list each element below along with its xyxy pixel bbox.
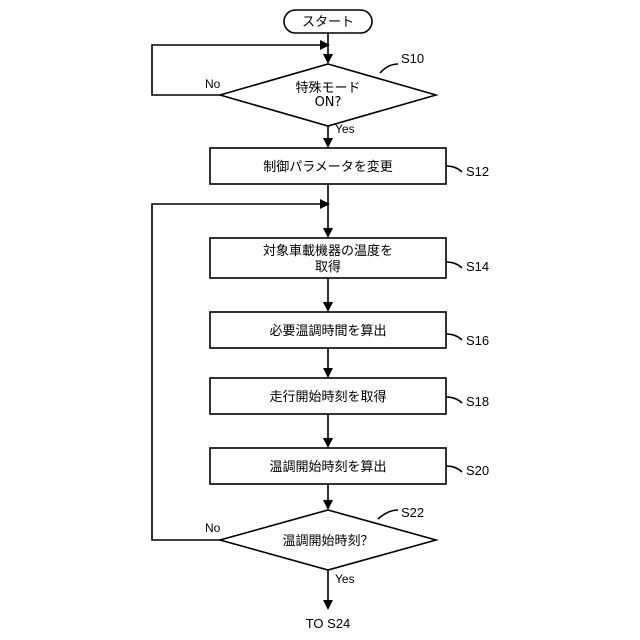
ref-leader-s14	[446, 262, 462, 268]
step-s18-label: 走行開始時刻を取得	[269, 389, 386, 405]
ref-s10: S10	[401, 51, 424, 66]
ref-leader-s12	[446, 166, 462, 172]
arrowhead-into-s18	[323, 368, 333, 378]
arrowhead-into-s20	[323, 438, 333, 448]
step-s20-label: 温調開始時刻を算出	[269, 460, 386, 475]
ref-leader-s18	[446, 397, 462, 403]
start-label: スタート	[302, 15, 354, 30]
ref-leader-s16	[446, 334, 462, 340]
arrowhead-into-s16	[323, 302, 333, 312]
arrowhead-to-end	[323, 600, 333, 610]
decision-special-line1: 特殊モード	[295, 81, 360, 96]
s10-no-label: No	[205, 77, 221, 91]
arrowhead-into-s12	[323, 138, 333, 148]
ref-s22: S22	[401, 505, 424, 520]
arrowhead-into-s10	[323, 54, 333, 64]
ref-s14: S14	[466, 259, 489, 274]
ref-s18: S18	[466, 394, 489, 409]
s22-no-label: No	[205, 521, 221, 535]
s22-yes-label: Yes	[335, 572, 355, 586]
arrowhead-into-s22	[323, 500, 333, 510]
ref-leader-s22	[378, 510, 398, 519]
end-label: TO S24	[306, 616, 351, 631]
s10-yes-label: Yes	[335, 122, 355, 136]
ref-leader-s20	[446, 466, 462, 472]
decision-special-line2: ON?	[315, 95, 342, 110]
step-s14-line1: 対象車載機器の温度を	[263, 243, 393, 259]
step-s16-label: 必要温調時間を算出	[269, 324, 386, 339]
ref-s12: S12	[466, 164, 489, 179]
step-s14-line2: 取得	[315, 259, 341, 275]
arrowhead-into-s14	[323, 228, 333, 238]
decision-timing-label: 温調開始時刻？	[282, 534, 373, 549]
ref-s16: S16	[466, 333, 489, 348]
step-s12-label: 制御パラメータを変更	[263, 159, 393, 175]
ref-leader-s10	[380, 64, 398, 73]
ref-s20: S20	[466, 463, 489, 478]
